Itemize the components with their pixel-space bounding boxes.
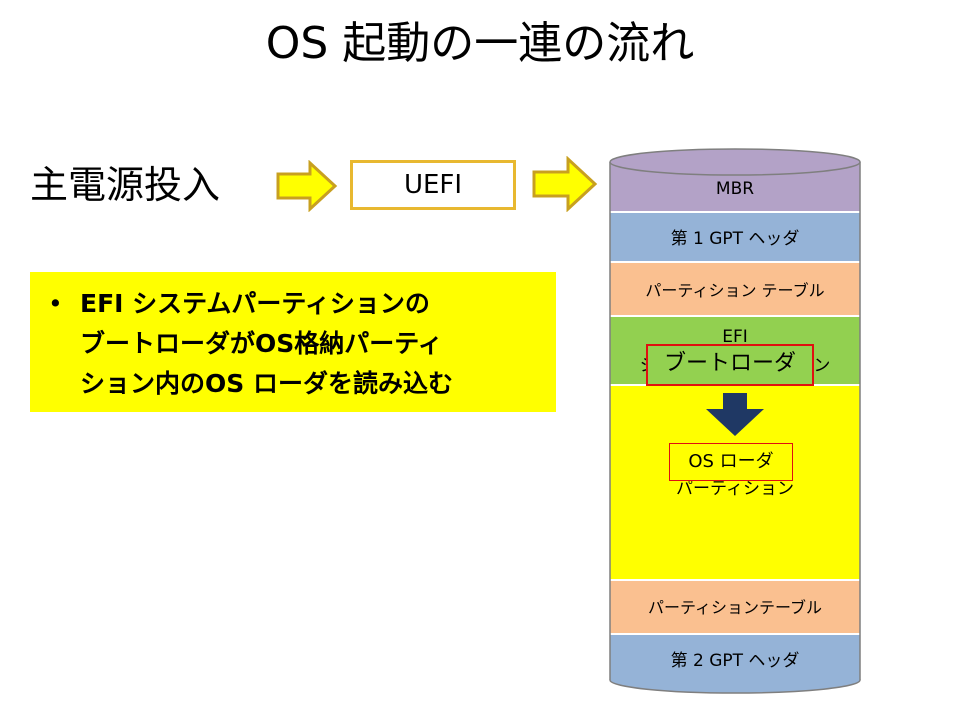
right-arrow-icon [276,160,338,212]
page-title: OS 起動の一連の流れ [265,18,695,69]
mbr-label: MBR [715,179,755,199]
bullet-icon: • [48,289,63,318]
uefi-box: UEFI [350,160,516,210]
note-line: EFI システムパーティションの [80,289,430,318]
partition-table-1-layer [610,262,860,316]
gpt-header-1-label: 第 1 GPT ヘッダ [670,229,800,249]
power-on-label: 主電源投入 [30,163,221,207]
note-line: ブートローダがOS格納パーティ [80,329,443,358]
partition-table-2-layer [610,580,860,634]
os-loader-box: OS ローダ [669,443,793,481]
gpt-header-2-label: 第 2 GPT ヘッダ [670,651,800,671]
down-arrow-icon [706,393,764,436]
gpt-header-1-layer [610,212,860,262]
right-arrow-icon [532,156,598,212]
explanation-note: • EFI システムパーティションの ブートローダがOS格納パーティ ション内の… [30,272,556,412]
partition-table-2-label: パーティションテーブル [647,598,823,617]
note-line: ション内のOS ローダを読み込む [80,369,453,398]
os-partition-label: パーティション [676,479,794,499]
efi-label-line1: EFI [722,327,748,347]
gpt-header-2-layer [610,634,860,680]
partition-table-1-label: パーティション テーブル [645,281,825,300]
boot-loader-box: ブートローダ [646,344,814,386]
